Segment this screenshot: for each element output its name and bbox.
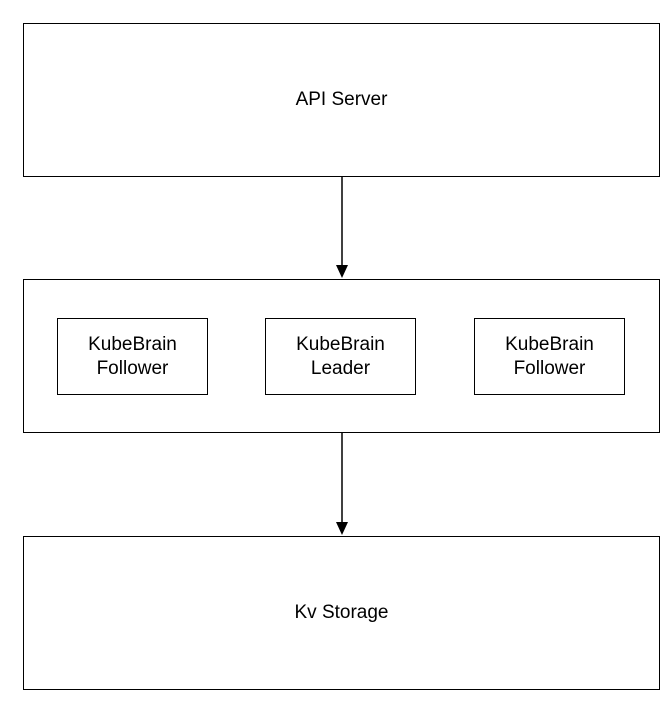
arrow-cluster-to-storage [336, 433, 348, 535]
kubebrain-leader-label: KubeBrain Leader [296, 333, 385, 379]
kubebrain-follower-right-label: KubeBrain Follower [505, 333, 594, 379]
kubebrain-follower-right-box: KubeBrain Follower [474, 318, 625, 395]
kubebrain-follower-left-box: KubeBrain Follower [57, 318, 208, 395]
arrow-api-to-cluster-head [336, 265, 348, 278]
api-server-label: API Server [295, 89, 388, 110]
kv-storage-label: Kv Storage [294, 602, 389, 623]
arrow-api-to-cluster [336, 177, 348, 278]
arrow-cluster-to-storage-head [336, 522, 348, 535]
kubebrain-leader-box: KubeBrain Leader [265, 318, 416, 395]
kv-storage-box: Kv Storage [23, 536, 660, 690]
kubebrain-follower-left-label: KubeBrain Follower [88, 333, 177, 379]
api-server-box: API Server [23, 23, 660, 177]
